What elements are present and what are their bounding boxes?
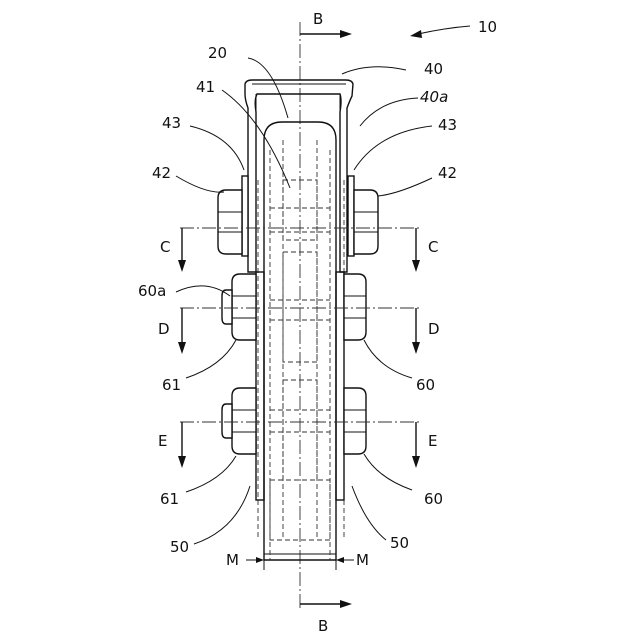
section-d-right: D <box>428 320 440 338</box>
section-d-left: D <box>158 320 170 338</box>
section-line-c <box>178 228 420 272</box>
leader-lines <box>176 58 432 544</box>
plate-50-left <box>256 272 264 500</box>
section-b-top: B <box>313 10 323 28</box>
nut-61-upper-left <box>222 274 256 340</box>
section-c-right: C <box>428 238 438 256</box>
bracket-40 <box>245 80 353 272</box>
section-line-e <box>178 422 420 468</box>
label-60-lower: 60 <box>424 490 443 508</box>
bolt-head-42-right <box>354 190 378 254</box>
section-c-left: C <box>160 238 170 256</box>
inner-41-hidden <box>258 140 344 560</box>
label-41: 41 <box>196 78 215 96</box>
label-42-left: 42 <box>152 164 171 182</box>
section-e-right: E <box>428 432 437 450</box>
section-b-bottom: B <box>318 617 328 635</box>
label-40a: 40a <box>420 88 448 106</box>
nut-61-lower-left <box>222 388 256 454</box>
label-10: 10 <box>478 18 497 36</box>
nut-60-lower-right <box>344 388 366 454</box>
label-50-right: 50 <box>390 534 409 552</box>
plate-50-right <box>336 272 344 500</box>
label-m-left: M <box>226 551 239 569</box>
flange-43-right <box>348 176 354 256</box>
label-43-left: 43 <box>162 114 181 132</box>
arrow-10 <box>410 26 470 38</box>
label-m-right: M <box>356 551 369 569</box>
nut-60-upper-right <box>344 274 366 340</box>
label-60a: 60a <box>138 282 166 300</box>
label-20: 20 <box>208 44 227 62</box>
section-e-left: E <box>158 432 167 450</box>
label-40: 40 <box>424 60 443 78</box>
flange-43-left <box>242 176 248 256</box>
label-61-lower: 61 <box>160 490 179 508</box>
label-43-right: 43 <box>438 116 457 134</box>
section-line-d <box>178 308 420 354</box>
label-50-left: 50 <box>170 538 189 556</box>
label-60-upper: 60 <box>416 376 435 394</box>
label-42-right: 42 <box>438 164 457 182</box>
label-61-upper: 61 <box>162 376 181 394</box>
bolt-head-42-left <box>218 190 242 254</box>
